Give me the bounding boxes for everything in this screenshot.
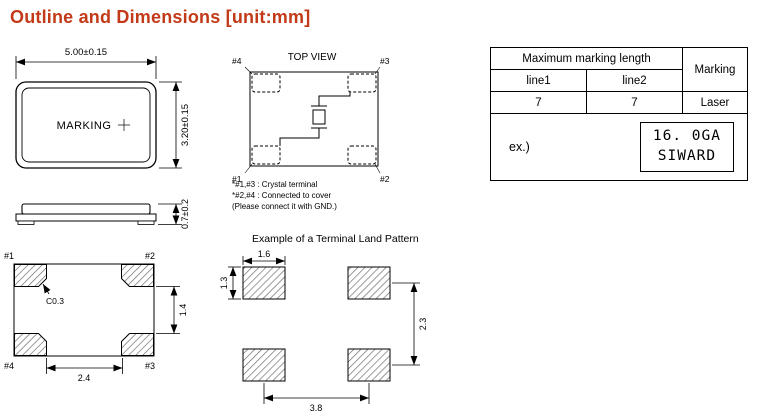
top-view-drawing: TOP VIEW #4 #3 #1 #2 *#1,#3 : Crystal te… <box>232 52 390 211</box>
dim-pad-gap-label: 2.4 <box>78 373 91 383</box>
pad-3-dashed <box>347 73 377 93</box>
terminal-note-2: *#2,#4 : Connected to cover <box>232 191 332 200</box>
dim-pad-height-label: 1.4 <box>178 304 188 317</box>
terminal-note-3: (Please connect it with GND.) <box>232 202 337 211</box>
land-pattern-title: Example of a Terminal Land Pattern <box>252 233 419 245</box>
terminal-3-label: #3 <box>145 361 155 371</box>
dim-width-label: 5.00±0.15 <box>65 47 107 58</box>
marking-value: Laser <box>682 91 748 114</box>
terminal-note-1: *#1,#3 : Crystal terminal <box>232 180 318 189</box>
terminal-1-label: #1 <box>4 251 14 261</box>
pad-4-dashed <box>251 73 281 93</box>
center-mark <box>118 119 130 131</box>
marking-example-cell: ex.) 16. 0GA SIWARD <box>490 113 748 181</box>
line1-header: line1 <box>490 69 587 92</box>
terminal-4-label: #4 <box>4 361 14 371</box>
pad-height-dimension <box>228 266 241 300</box>
bottom-view-drawing: #1 #2 #4 #3 C0.3 1.4 2.4 <box>4 251 188 383</box>
terminal-2-label: #2 <box>380 174 390 184</box>
horizontal-pitch-dimension <box>263 383 370 404</box>
dim-pad-height-label: 1.3 <box>219 277 229 290</box>
pad-3 <box>121 333 154 356</box>
marking-example-line1: 16. 0GA <box>652 128 721 145</box>
dim-height-label: 3.20±0.15 <box>180 104 191 146</box>
marking-example-line2: SIWARD <box>657 148 717 164</box>
side-view-body <box>15 203 157 225</box>
line2-header: line2 <box>586 69 683 92</box>
width-dimension <box>15 56 157 79</box>
pad-leader-lines <box>244 66 381 174</box>
thickness-dimension <box>158 203 182 225</box>
height-dimension <box>159 81 182 169</box>
pad-2-dashed <box>347 145 377 165</box>
terminal-3-label: #3 <box>380 56 390 66</box>
vertical-pitch-dimension <box>392 282 420 366</box>
package-outline <box>15 81 157 169</box>
max-marking-length-header: Maximum marking length <box>490 47 683 70</box>
pad-height-dimension <box>156 286 180 334</box>
dim-pad-width-label: 1.6 <box>258 249 271 259</box>
chamfer-leader <box>42 283 51 295</box>
pad-4 <box>14 333 47 356</box>
line2-value: 7 <box>586 91 683 114</box>
pad-1-dashed <box>251 145 281 165</box>
terminal-2-label: #2 <box>145 251 155 261</box>
land-pad-top-left <box>242 266 286 300</box>
top-view-pads <box>251 73 377 165</box>
example-label: ex.) <box>509 140 530 154</box>
crystal-symbol <box>279 92 351 146</box>
terminal-pads <box>14 264 154 356</box>
marking-table: Maximum marking length Marking line1 lin… <box>490 47 748 181</box>
land-pads <box>242 266 391 382</box>
pad-gap-dimension <box>46 358 123 374</box>
chamfer-label: C0.3 <box>46 296 64 306</box>
dim-vertical-pitch-label: 2.3 <box>418 318 428 331</box>
line1-value: 7 <box>490 91 587 114</box>
top-view-title: TOP VIEW <box>288 52 337 63</box>
dim-horizontal-pitch-label: 3.8 <box>310 403 323 413</box>
land-pad-top-right <box>347 266 391 300</box>
land-pad-bottom-left <box>242 348 286 382</box>
pad-1 <box>14 264 47 287</box>
marking-label: MARKING <box>57 120 112 132</box>
land-pattern-drawing: Example of a Terminal Land Pattern 1.6 1… <box>219 233 428 413</box>
pad-2 <box>121 264 154 287</box>
package-lid-outline <box>21 87 151 163</box>
package-top-drawing: 5.00±0.15 MARKING 3.20±0.15 <box>15 47 191 169</box>
pad-width-dimension <box>242 256 286 265</box>
marking-example: ex.) 16. 0GA SIWARD <box>491 122 747 172</box>
page-title: Outline and Dimensions [unit:mm] <box>10 7 311 27</box>
marking-example-box: 16. 0GA SIWARD <box>639 122 734 172</box>
package-side-drawing: 0.7±0.2 <box>15 199 190 229</box>
dim-thickness-label: 0.7±0.2 <box>180 199 190 229</box>
land-pad-bottom-right <box>347 348 391 382</box>
terminal-4-label: #4 <box>232 56 242 66</box>
terminal-1-label: #1 <box>232 174 242 184</box>
marking-column-header: Marking <box>682 47 748 92</box>
